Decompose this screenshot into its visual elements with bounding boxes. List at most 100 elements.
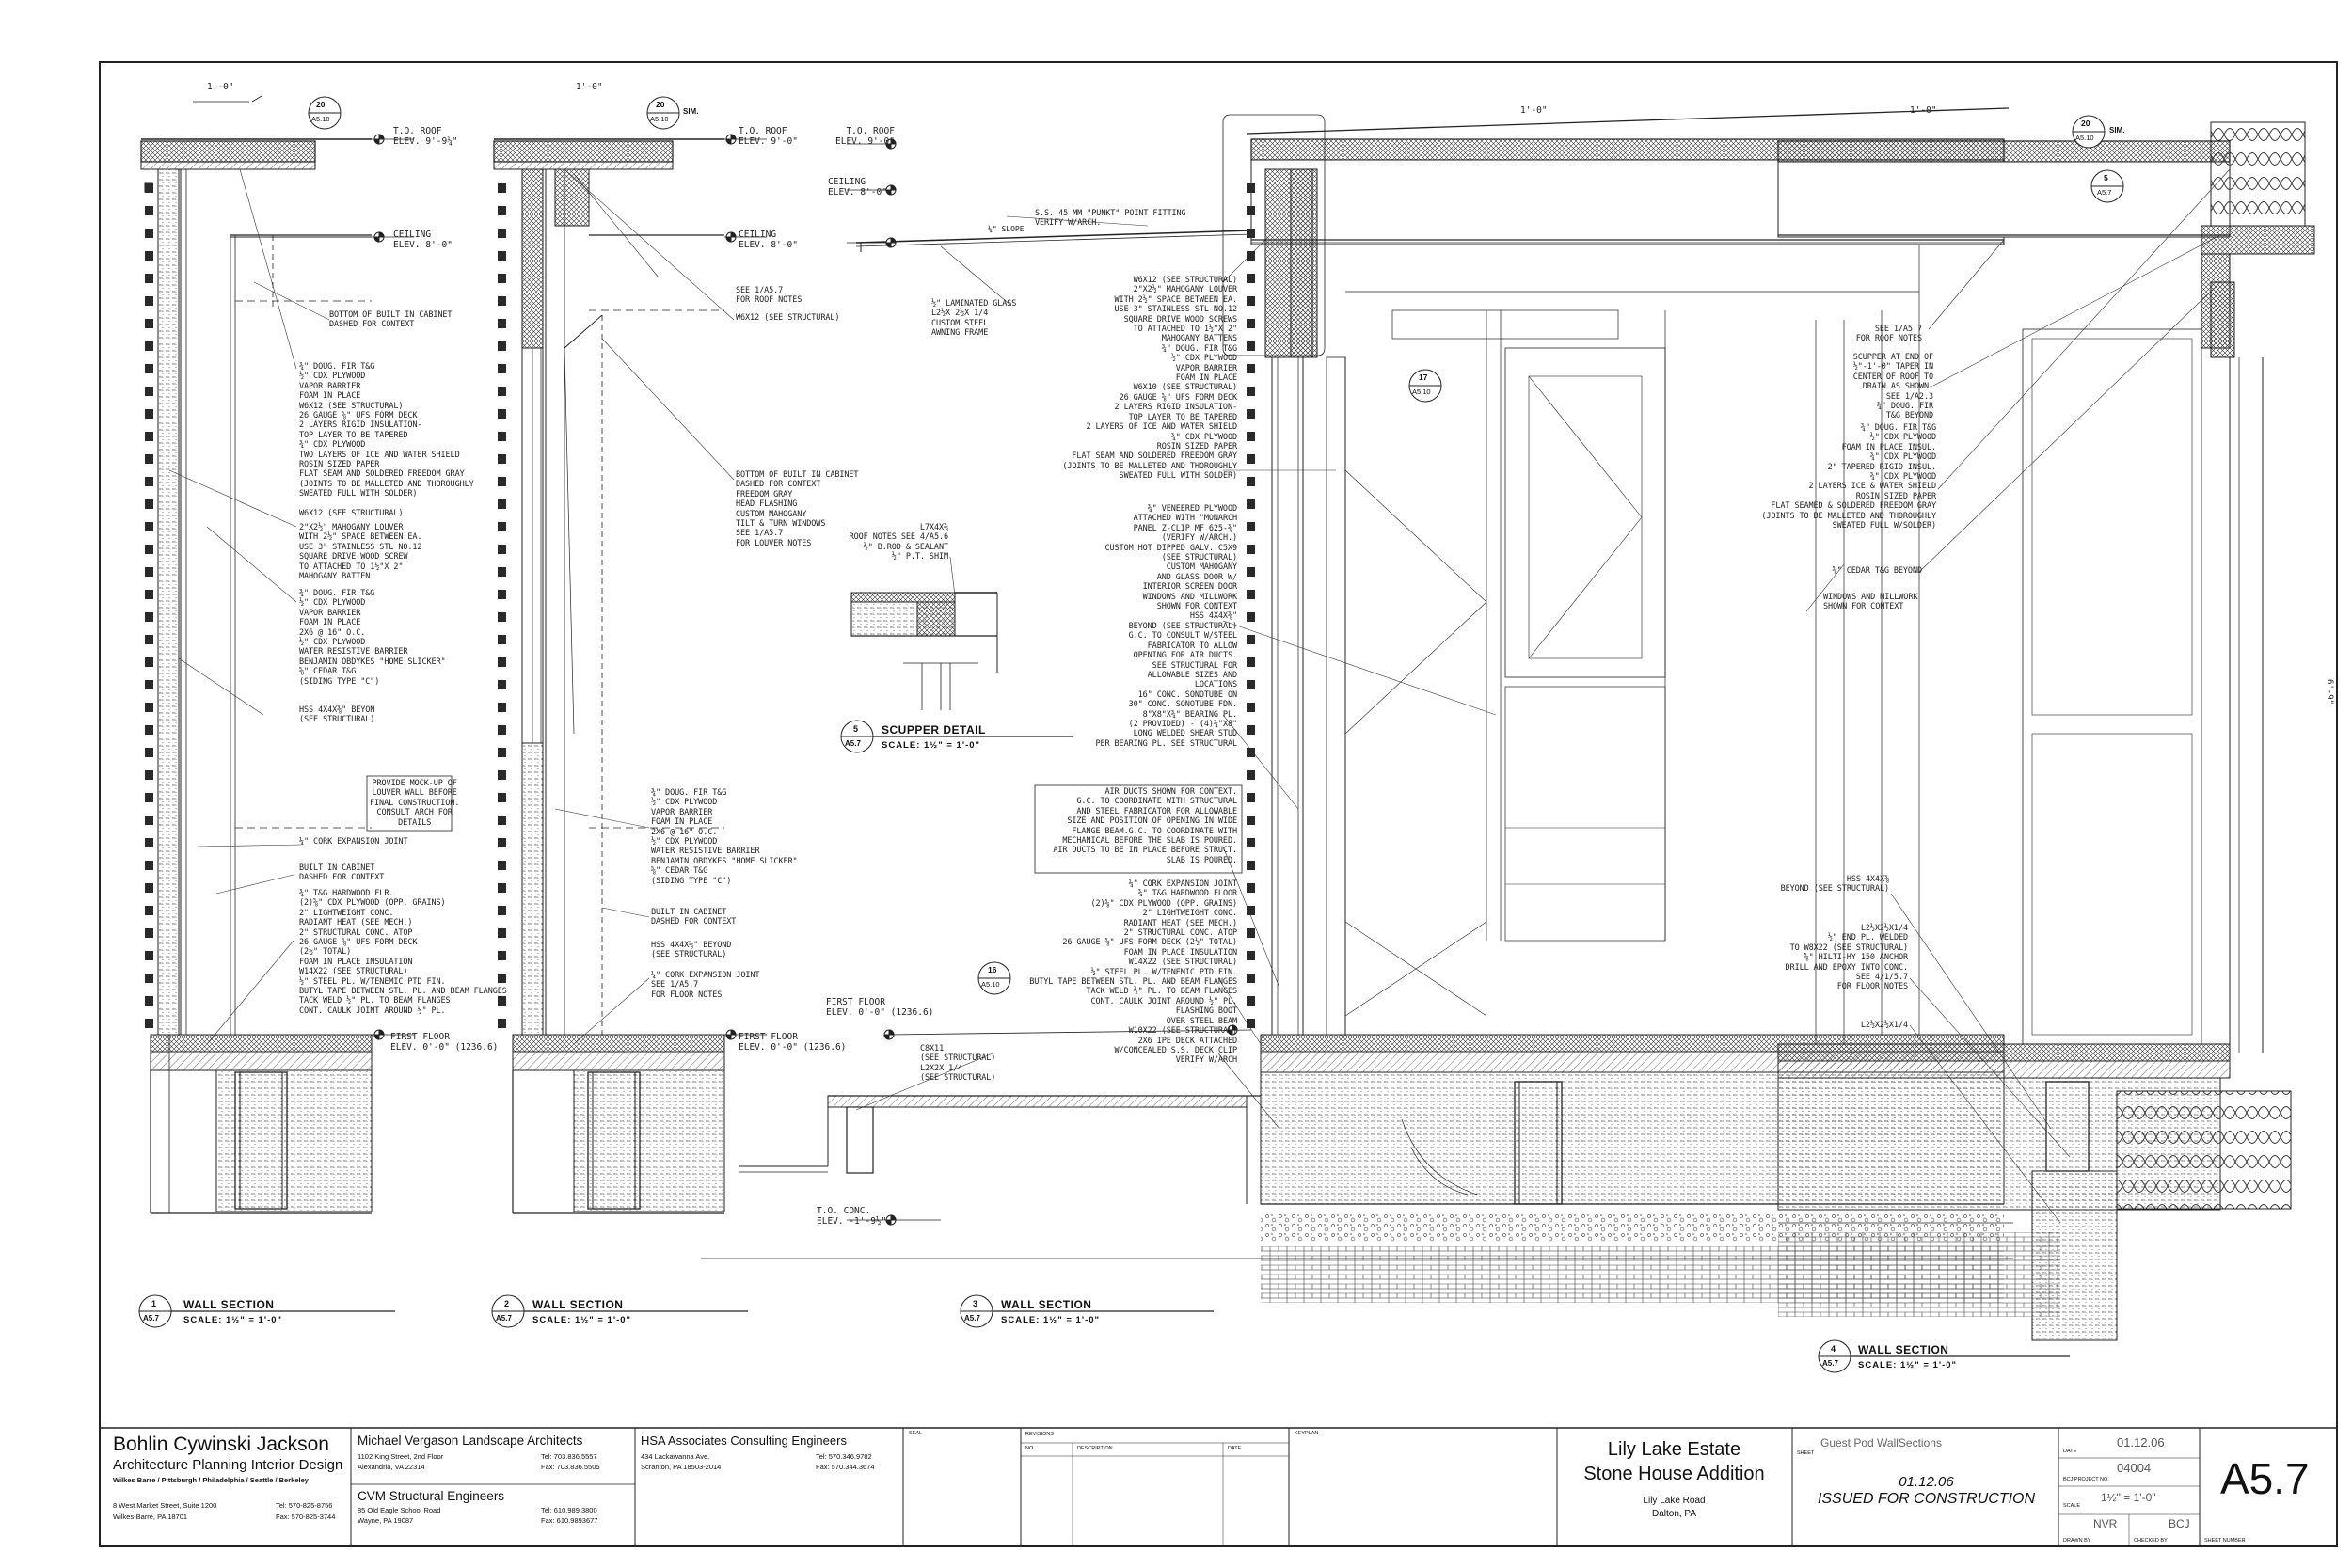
date-label: DATE [2063,1449,2077,1454]
scupper-top-note: L7X4X⅜ ROOF NOTES SEE 4/A5.6 ½" B.ROD & … [849,523,948,562]
louver-fin [145,861,153,870]
s1-floor-elevation: FIRST FLOOR ELEV. 0'-0" (1236.6) [390,1032,499,1053]
louver-fin [145,251,153,261]
revision-date-label: DATE [1228,1446,1242,1451]
s2-ceiling-elevation: CEILING ELEV. 8'-0" [739,230,798,250]
louver-fin [1247,364,1255,373]
louver-fin [498,364,506,373]
louver-fin [498,951,506,960]
s4-scupper-note: SCUPPER AT END OF ½"-1'-0" TAPER IN CENT… [1852,353,1933,421]
issue-date: 01.12.06 [1899,1474,1954,1490]
drawn-by-label: DRAWN BY [2063,1538,2091,1544]
s3-ceiling-elevation: CEILING ELEV. 8'-0" [828,177,887,198]
louver-fin [145,657,153,667]
dim-section-2: 1'-0" [576,82,603,92]
louver-fin [145,319,153,328]
firm-tel: Tel: 570-825-8756 [276,1501,333,1510]
s2-roof-note: SEE 1/A5.7 FOR ROOF NOTES [736,286,803,306]
mep-fax: Fax: 570.344.3674 [816,1463,875,1471]
s2-wall-note: ¾" DOUG. FIR T&G ½" CDX PLYWOOD VAPOR BA… [651,788,798,886]
louver-fin [498,341,506,351]
s1-cork-note: ¼" CORK EXPANSION JOINT [299,837,408,847]
louver-fin [1247,883,1255,893]
louver-fin [1247,793,1255,802]
louver-fin [1247,590,1255,599]
louver-fin [145,748,153,757]
louver-fin [145,951,153,960]
louver-fin [1247,567,1255,577]
louver-fin [1247,274,1255,283]
wall-section-4-drawing [1777,121,2315,1341]
s1-hss-note: HSS 4X4X⅜" BEYON (SEE STRUCTURAL) [299,705,375,725]
s4-windows-note: WINDOWS AND MILLWORK SHOWN FOR CONTEXT [1823,593,1918,612]
s3-floor-note: ¼" CORK EXPANSION JOINT ¾" T&G HARDWOOD … [1029,879,1237,1066]
section-1-sheet: A5.7 [143,1314,159,1323]
louver-fin [498,748,506,757]
project-number-label: BCJ PROJECT NO. [2063,1477,2109,1482]
louver-fin [145,996,153,1006]
s2-floor-elevation: FIRST FLOOR ELEV. 0'-0" (1236.6) [739,1032,847,1053]
louver-fin [498,432,506,441]
scale-label: SCALE [2063,1503,2081,1509]
louver-fin [1247,251,1255,261]
louver-fin [145,409,153,419]
callout-4-number: 16 [988,965,997,974]
firm-disciplines: Architecture Planning Interior Design [113,1457,343,1473]
scupper-scale: SCALE: 1½" = 1'-0" [882,740,981,751]
s2-roof-elevation: T.O. ROOF ELEV. 9'-0" [739,126,798,147]
louver-fin [498,816,506,825]
scupper-number: 5 [853,724,859,734]
section-1-title: WALL SECTION [183,1298,275,1311]
landscape-firm: Michael Vergason Landscape Architects [358,1433,583,1448]
callout-5-suffix: SIM. [2109,126,2125,135]
louver-fin [498,612,506,622]
louver-fin [1247,1019,1255,1028]
structural-tel: Tel: 610.989.3800 [541,1506,597,1514]
louver-fin [145,703,153,712]
louver-fin [498,725,506,735]
louver-fin [1247,906,1255,915]
louver-fin [145,635,153,644]
louver-fin [145,341,153,351]
firm-offices: Wilkes Barre / Pittsburgh / Philadelphia… [113,1476,309,1484]
mockup-note-box [366,775,453,832]
s3-c8-note: C8X11 (SEE STRUCTURAL) L2X2X 1/4 (SEE ST… [920,1044,996,1084]
s2-w6-note: W6X12 (SEE STRUCTURAL) [736,313,840,323]
louver-fin [145,974,153,983]
louver-fin [145,838,153,847]
dim-section-4: 1'-0" [1910,105,1937,116]
s3-airducts-note: AIR DUCTS SHOWN FOR CONTEXT. G.C. TO COO… [1053,787,1237,865]
louver-fin [145,274,153,283]
s1-wall-note: ¾" DOUG. FIR T&G ½" CDX PLYWOOD VAPOR BA… [299,589,446,687]
section-2-title: WALL SECTION [532,1298,624,1311]
section-3-sheet: A5.7 [964,1314,980,1323]
section-4-scale: SCALE: 1½" = 1'-0" [1858,1360,1958,1370]
louver-fin [498,545,506,554]
callout-5-number: 20 [2081,119,2090,128]
louver-fin [498,499,506,509]
section-4-sheet: A5.7 [1822,1359,1838,1368]
s1-builtin-note: BUILT IN CABINET DASHED FOR CONTEXT [299,863,385,883]
louver-fin [145,522,153,531]
title-block-frame [99,1427,2338,1547]
louver-fin [498,387,506,396]
louver-fin [498,477,506,486]
sheet-number: A5.7 [2220,1454,2310,1503]
callout-2-sheet: A5.10 [650,115,669,123]
louver-fin [145,477,153,486]
seal-label: SEAL [909,1431,923,1436]
louver-fin [145,364,153,373]
s3-glass-note: ½" LAMINATED GLASS L2½X 2½X 1/4 CUSTOM S… [931,299,1017,339]
louver-fin [498,838,506,847]
s3-conc-elevation: T.O. CONC. ELEV. -1'-9½" [817,1206,887,1227]
louver-fin [1247,748,1255,757]
louver-fin [145,928,153,938]
sheet-number-label: SHEET NUMBER [2204,1538,2246,1544]
louver-fin [498,229,506,238]
louver-fin [1247,477,1255,486]
section-2-scale: SCALE: 1½" = 1'-0" [532,1315,632,1325]
air-ducts-note-box [1034,784,1243,874]
louver-fin [1247,183,1255,193]
s4-bottom-note: L2½X2½X1/4 [1860,1021,1908,1030]
louver-fin [145,545,153,554]
